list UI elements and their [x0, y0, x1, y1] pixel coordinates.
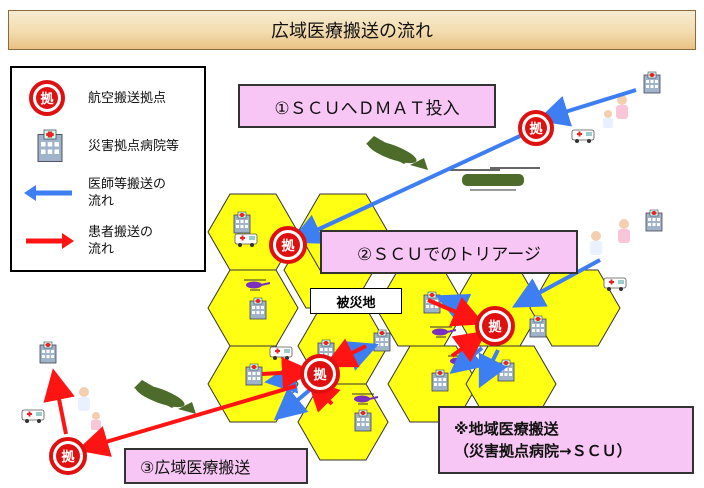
- regional-transport-note: ※地域医療搬送 （災害拠点病院→ＳＣＵ）: [438, 406, 694, 474]
- legend-label-patient-flow: 患者搬送の 流れ: [88, 225, 154, 257]
- hospital-icon: [245, 363, 263, 386]
- hub-glyph: 拠: [488, 319, 502, 335]
- hospital-icon: [233, 211, 251, 234]
- hub-glyph: 拠: [281, 238, 295, 254]
- hub-glyph: 拠: [313, 367, 327, 383]
- medical-staff-icon: [78, 95, 630, 430]
- legend-label-doctor-flow: 医師等搬送の 流れ: [88, 177, 167, 209]
- air-transport-hub-marker: 拠: [300, 354, 340, 394]
- legend-item-doctor-flow: 医師等搬送の 流れ: [12, 172, 208, 216]
- hospital-icon: [643, 71, 661, 94]
- legend-item-patient-flow: 患者搬送の 流れ: [12, 220, 208, 264]
- ambulance-icon: [603, 277, 627, 292]
- air-transport-hub-marker: 拠: [49, 437, 87, 475]
- legend-label-hospital: 災害拠点病院等: [88, 139, 180, 154]
- step2-label: ②ＳＣＵでのトリアージ: [320, 230, 578, 274]
- hub-marker-icon: 拠: [29, 80, 65, 116]
- red-arrow-icon: [26, 233, 74, 249]
- hospital-icon: [497, 359, 515, 382]
- step1-label: ①ＳＣＵへＤＭＡＴ投入: [238, 84, 496, 128]
- legend-item-hub: 拠 航空搬送拠点: [12, 76, 208, 120]
- transport-helicopter-icon: [448, 167, 540, 191]
- disaster-area-label: 被災地: [310, 288, 402, 314]
- hospital-icon: [529, 315, 547, 338]
- air-transport-hub-marker: 拠: [475, 306, 515, 346]
- hospital-icon: [645, 209, 663, 232]
- air-transport-hub-marker: 拠: [269, 226, 307, 264]
- ambulance-icon: [21, 409, 45, 424]
- note-line-1: ※地域医療搬送: [454, 420, 559, 438]
- hospital-icon: [373, 329, 391, 352]
- hospital-icon: [354, 409, 372, 432]
- hospital-icon: [39, 341, 57, 364]
- blue-arrow-icon: [24, 185, 72, 201]
- cargo-plane-icon: [134, 380, 196, 414]
- note-line-2: （災害拠点病院→ＳＣＵ）: [454, 442, 632, 460]
- step3-label: ③広域医療搬送: [124, 448, 308, 484]
- patient-flow-arrows: [43, 296, 487, 457]
- cargo-plane-icon: [366, 136, 428, 170]
- hub-glyph: 拠: [40, 91, 54, 107]
- ambulance-icon: [571, 129, 595, 144]
- legend: 拠 航空搬送拠点 災害拠点病院等 医師等搬送の 流れ 患者搬送の 流れ: [10, 66, 206, 272]
- hospital-icon: [431, 369, 449, 392]
- legend-label-hub: 航空搬送拠点: [88, 91, 167, 106]
- air-transport-hub-marker: 拠: [518, 110, 554, 146]
- hub-glyph: 拠: [61, 449, 75, 465]
- hub-glyph: 拠: [529, 121, 543, 137]
- legend-item-hospital: 災害拠点病院等: [12, 124, 208, 168]
- hospital-icon: [37, 129, 63, 162]
- hospital-icon: [249, 297, 267, 320]
- diagram-title: 広域医療搬送の流れ: [8, 10, 696, 50]
